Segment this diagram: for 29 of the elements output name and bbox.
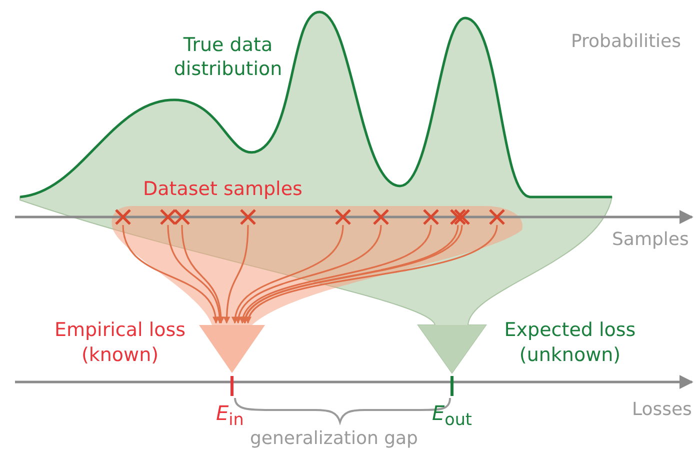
samples-caption: Dataset samples: [143, 177, 302, 201]
loss-symbol: E$_{in}$: [216, 401, 244, 431]
cross-marker: [450, 209, 466, 225]
arrow: [236, 224, 382, 324]
loss-arrowhead: [418, 323, 486, 373]
cross-marker: [373, 209, 389, 225]
cross-marker: [160, 209, 176, 225]
cross-marker: [454, 209, 470, 225]
node-caption: Empirical loss (known): [53, 318, 187, 368]
axis-label: Losses: [632, 398, 692, 421]
arrow: [167, 224, 223, 324]
arrow: [181, 224, 224, 324]
cross-marker: [489, 209, 505, 225]
cross-marker: [174, 209, 190, 225]
cross-marker: [423, 209, 439, 225]
arrow: [247, 224, 498, 324]
curve-caption: True data distribution: [172, 33, 284, 81]
node-caption: Expected loss (unknown): [503, 318, 637, 368]
cross-marker: [335, 209, 351, 225]
arrow: [122, 224, 219, 324]
loss-arrowhead: [199, 323, 265, 373]
arrow: [232, 224, 344, 324]
cross-marker: [240, 209, 256, 225]
axis-label: Samples: [612, 228, 689, 251]
cross-marker: [115, 209, 131, 225]
gap-label: generalization gap: [250, 427, 418, 450]
axis-label: Probabilities: [571, 30, 681, 53]
loss-symbol: E$_{out}$: [432, 401, 472, 431]
arrow: [223, 224, 249, 324]
